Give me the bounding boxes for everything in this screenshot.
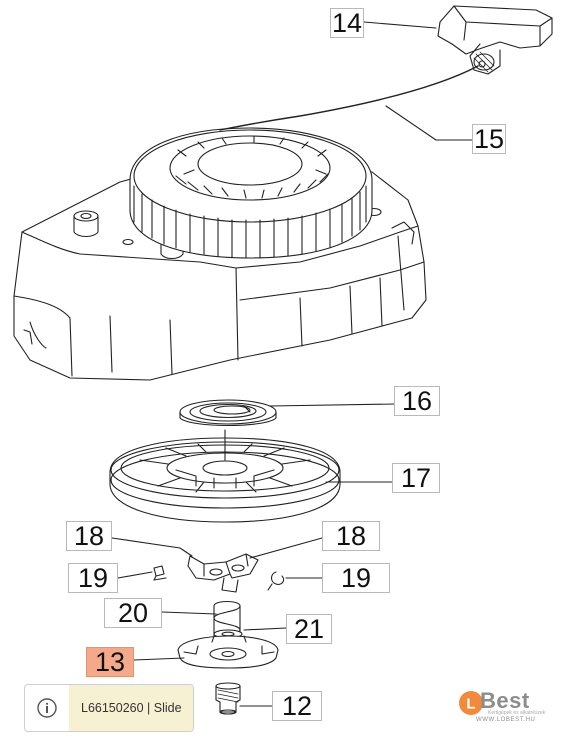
callout-19-left: 19 <box>68 563 118 593</box>
rope-pulley <box>109 429 341 523</box>
callout-12: 12 <box>272 691 322 721</box>
svg-text:L: L <box>466 696 475 713</box>
starter-pawls <box>187 553 259 593</box>
leader-lines <box>111 21 475 707</box>
brand-url: WWW.LOBEST.HU <box>476 717 536 723</box>
pawl-retainer <box>177 635 279 669</box>
callout-17: 17 <box>392 463 440 493</box>
pawl-springs <box>153 565 285 591</box>
callout-18-left: 18 <box>66 521 112 551</box>
callout-21: 21 <box>286 614 332 644</box>
callout-20: 20 <box>104 598 162 628</box>
callout-19-right: 19 <box>322 563 390 593</box>
info-circle-icon[interactable] <box>25 685 69 731</box>
housing-fan-hub <box>129 127 373 259</box>
brand-tagline: Kertigépek és alkatrészek <box>488 710 546 716</box>
callout-14: 14 <box>330 8 364 38</box>
center-bolt <box>215 682 241 715</box>
callout-16: 16 <box>394 386 440 416</box>
callout-18-right: 18 <box>322 521 380 551</box>
pull-handle <box>437 5 553 75</box>
part-info-text: L66150260 | Slide <box>69 685 193 731</box>
starter-rope <box>219 65 479 131</box>
brand-name: Best <box>480 688 530 713</box>
part-info-chip[interactable]: L66150260 | Slide <box>24 684 194 732</box>
callout-13[interactable]: 13 <box>86 647 134 677</box>
callout-15: 15 <box>472 124 506 154</box>
recoil-spring <box>179 399 277 426</box>
lobest-logo: L Best Kertigépek és alkatrészek WWW.LOB… <box>458 688 554 728</box>
